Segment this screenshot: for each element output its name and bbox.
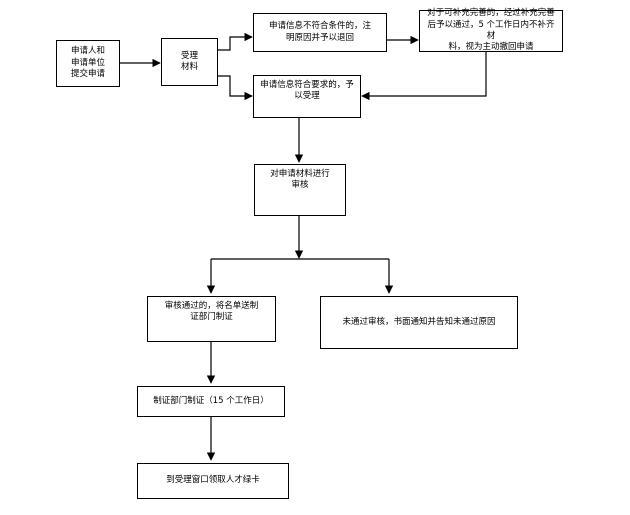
node-eligible-accepted: 申请信息符合要求的，予以受理 [253, 75, 361, 118]
node-submit-application: 申请人和 申请单位 提交申请 [56, 40, 120, 87]
edge-accept-to-eligible [218, 75, 253, 101]
edge-supplement-to-eligible [361, 52, 487, 101]
edge-accept-to-not-eligible [218, 32, 253, 51]
node-make-certificate: 制证部门制证（15 个工作日） [137, 386, 285, 417]
node-not-eligible-returned: 申请信息不符合条件的，注 明原因并予以退回 [253, 13, 387, 52]
node-review-passed: 审核通过的，将名单送制 证部门制证 [147, 296, 276, 342]
node-review-failed: 未通过审核，书面通知并告知未通过原因 [320, 296, 518, 349]
node-review-materials: 对申请材料进行 审核 [254, 164, 346, 216]
node-supplement-materials: 对于可补充完善的，经过补充完善 后予以通过，5 个工作日内不补齐材 料，视为主动… [419, 8, 563, 52]
node-accept-materials: 受理 材料 [161, 38, 218, 86]
node-collect-green-card: 到受理窗口领取人才绿卡 [137, 463, 289, 499]
